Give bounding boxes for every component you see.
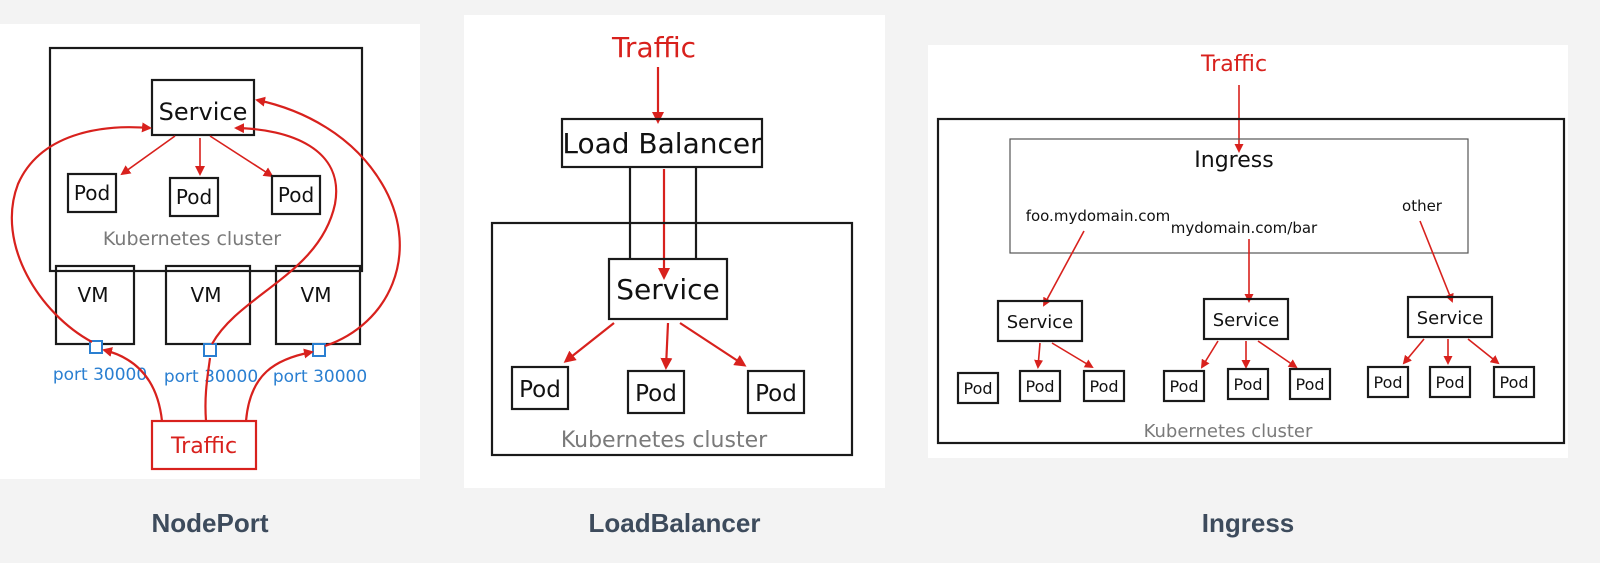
load-balancer-box (560, 117, 764, 169)
pod-box (66, 172, 118, 214)
service-pod-arrow (1200, 340, 1219, 369)
service-label: Service (159, 98, 248, 126)
cluster-box (48, 46, 364, 273)
service-label: Service (1417, 308, 1484, 329)
pod-box (1082, 369, 1126, 403)
route-label: mydomain.com/bar (1171, 219, 1318, 237)
pod-label: Pod (1169, 377, 1198, 396)
service-label: Service (1213, 310, 1280, 331)
route-label: other (1402, 197, 1443, 215)
pod-box (746, 369, 806, 415)
route-service-arrow (1043, 230, 1085, 307)
pod-label: Pod (1373, 373, 1402, 392)
port-label: port 30000 (53, 365, 147, 385)
cluster-label: Kubernetes cluster (561, 428, 768, 453)
pod-label: Pod (1025, 377, 1054, 396)
port-service-loop (255, 96, 401, 348)
pod-label: Pod (1233, 375, 1262, 394)
service-pod-arrow (120, 135, 176, 176)
cluster-label: Kubernetes cluster (103, 228, 281, 250)
pod-label: Pod (176, 185, 212, 209)
traffic-label: Traffic (611, 31, 696, 64)
pod-box (270, 174, 322, 216)
service-label: Service (1007, 312, 1074, 333)
ingress-caption: Ingress (1201, 508, 1295, 538)
ingress-box (1009, 138, 1469, 254)
pod-box (168, 176, 220, 218)
service-pod-arrow (679, 322, 747, 367)
route-label: foo.mydomain.com (1026, 207, 1171, 225)
ingress-label: Ingress (1194, 148, 1273, 173)
loadbalancer-caption: LoadBalancer (588, 508, 761, 538)
cluster-label: Kubernetes cluster (1144, 421, 1313, 442)
port-label: port 30000 (164, 367, 258, 387)
traffic-label: Traffic (170, 434, 237, 459)
service-box (996, 299, 1084, 343)
pod-label: Pod (963, 379, 992, 398)
pod-box (1162, 369, 1206, 403)
pod-box (1366, 365, 1410, 399)
cluster-box (490, 221, 854, 457)
service-pod-arrow (1402, 338, 1425, 365)
traffic-port-arrow (244, 348, 314, 422)
traffic-port-arrow (204, 357, 212, 422)
pod-box (1492, 365, 1536, 399)
route-service-arrow (1419, 220, 1454, 303)
pod-label: Pod (519, 377, 561, 403)
vm-label: VM (301, 283, 332, 307)
service-pod-arrow (563, 322, 615, 363)
traffic-port-arrow (102, 347, 164, 422)
pod-box (956, 371, 1000, 405)
ingress-svg: Traffic Kubernetes cluster Ingress foo.m… (936, 52, 1566, 445)
loadbalancer-svg: Traffic Load Balancer Kubernetes cluster… (490, 31, 854, 457)
pod-label: Pod (635, 381, 677, 407)
pod-label: Pod (1089, 377, 1118, 396)
service-pod-arrow (1257, 340, 1298, 369)
service-box (1406, 295, 1494, 339)
port-marker (203, 343, 217, 357)
pod-box (510, 365, 570, 411)
loadbalancer-diagram: Traffic Load Balancer Kubernetes cluster… (464, 15, 885, 488)
service-pod-arrow (1051, 342, 1094, 369)
pod-label: Pod (1499, 373, 1528, 392)
traffic-box (150, 419, 258, 471)
pod-label: Pod (278, 183, 314, 207)
service-box (607, 257, 729, 321)
port-marker (312, 343, 326, 357)
pod-label: Pod (1295, 375, 1324, 394)
service-box (1202, 297, 1290, 341)
service-label: Service (616, 273, 719, 306)
pod-label: Pod (1435, 373, 1464, 392)
pod-box (1226, 367, 1270, 401)
pod-box (1288, 367, 1332, 401)
cluster-box (936, 117, 1566, 445)
service-pod-arrow (209, 135, 274, 178)
traffic-label: Traffic (1200, 52, 1267, 77)
load-balancer-label: Load Balancer (562, 127, 762, 160)
nodeport-caption: NodePort (151, 508, 269, 538)
nodeport-diagram: Kubernetes cluster Service Pod Pod Pod V… (0, 24, 420, 479)
service-pod-arrow (1034, 342, 1044, 369)
port-marker (89, 340, 103, 354)
vm-label: VM (78, 283, 109, 307)
pod-label: Pod (74, 181, 110, 205)
service-box (150, 78, 256, 137)
service-pod-arrow (1467, 338, 1500, 365)
pod-box (1428, 365, 1472, 399)
port-service-loop (211, 123, 338, 345)
pod-box (626, 369, 686, 415)
nodeport-svg: Kubernetes cluster Service Pod Pod Pod V… (10, 46, 401, 471)
port-service-loop (10, 122, 152, 343)
port-label: port 30000 (273, 367, 367, 387)
service-pod-arrow (660, 322, 673, 370)
pod-box (1018, 369, 1062, 403)
pod-label: Pod (755, 381, 797, 407)
ingress-diagram: Traffic Kubernetes cluster Ingress foo.m… (928, 45, 1568, 458)
vm-label: VM (191, 283, 222, 307)
